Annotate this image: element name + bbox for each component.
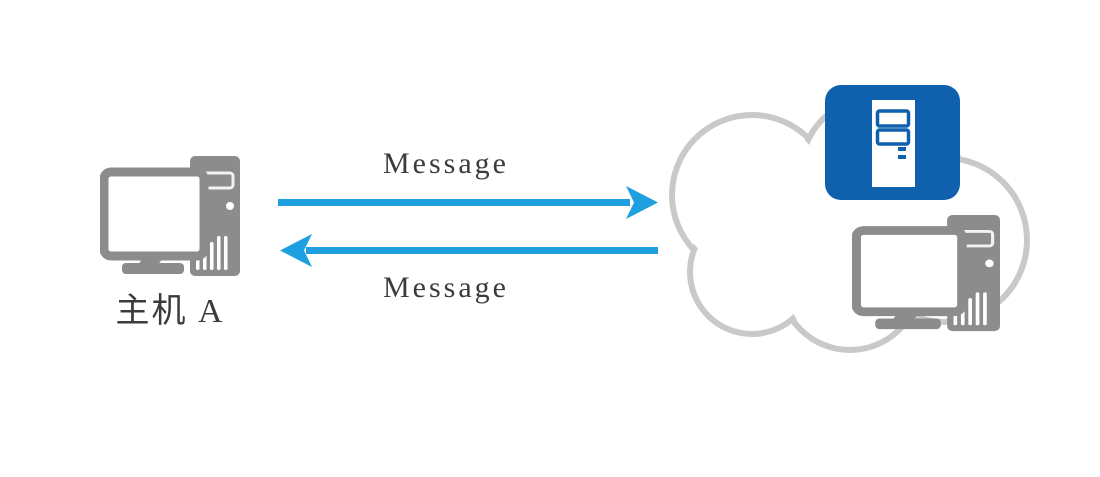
monitor-stand-neck [138, 256, 164, 265]
monitor-stand-neck [892, 311, 920, 321]
message-arrow-left [280, 234, 658, 267]
server-icon [825, 85, 960, 200]
arrow-shaft [306, 247, 658, 254]
monitor-stand-base [122, 263, 184, 274]
computer-monitor [100, 167, 209, 261]
host-a-label: 主机 A [115, 293, 225, 330]
message-arrow-right [278, 186, 658, 219]
cloud-desktop-computer-icon [852, 215, 1000, 332]
arrow-shaft [278, 199, 630, 206]
server-drive-bay [875, 109, 911, 128]
monitor-stand-base [875, 318, 941, 330]
tower-power-dot [226, 202, 234, 210]
arrowhead-right-icon [626, 186, 658, 219]
server-indicator [898, 155, 906, 159]
host-a-desktop-computer-icon [100, 156, 240, 276]
tower-power-dot [985, 259, 994, 268]
server-indicator [898, 147, 906, 151]
arrowhead-left-icon [280, 234, 312, 267]
message-label-bottom: Message [383, 271, 509, 304]
computer-monitor [852, 226, 967, 317]
server-drive-bay [875, 128, 911, 146]
message-label-top: Message [383, 147, 509, 180]
